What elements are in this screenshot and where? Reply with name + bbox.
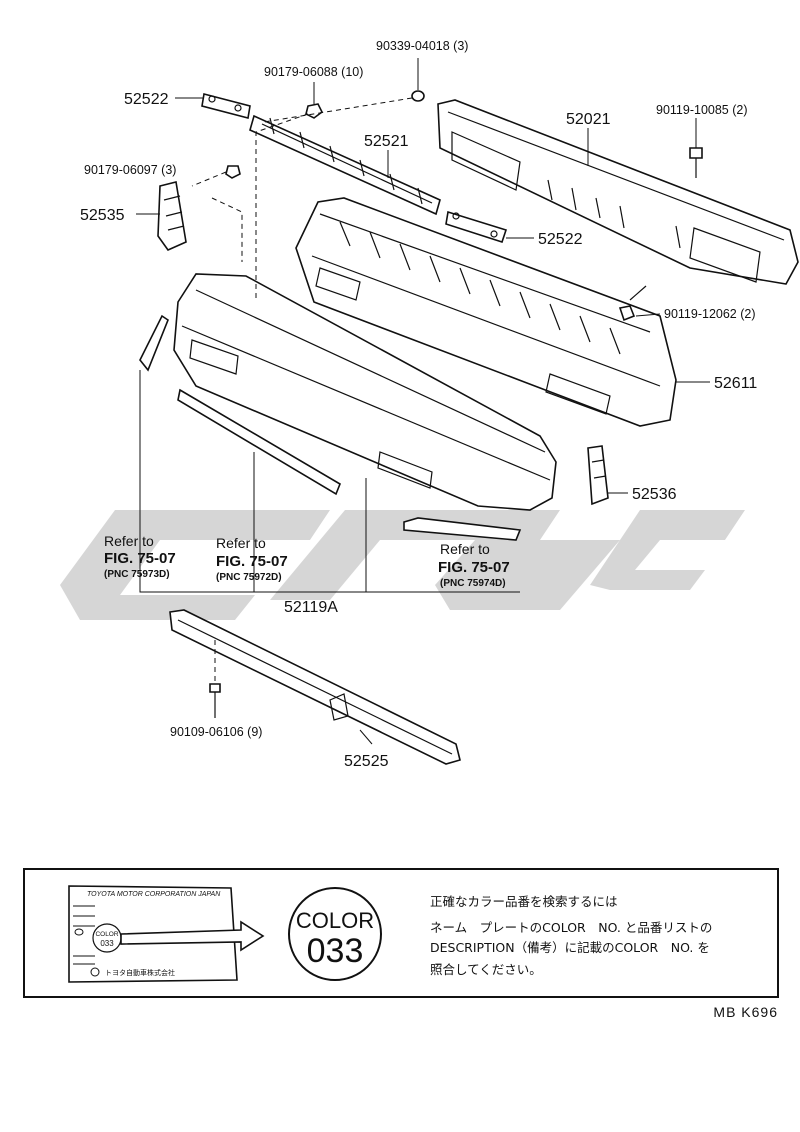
nut-90179-06097 [225, 165, 241, 179]
figure-code: MB K696 [713, 1004, 778, 1020]
reference-pnc: (PNC 75974D) [440, 578, 506, 589]
note-line-1: 正確なカラー品番を検索するには [430, 894, 618, 909]
label-52535: 52535 [80, 207, 125, 224]
label-90119-10085: 90119-10085 (2) [656, 103, 748, 117]
reference-fig: FIG. 75-07 [104, 550, 176, 567]
reference-refer: Refer to [440, 541, 490, 557]
plate-color-code: 033 [100, 939, 114, 948]
label-52522-middle: 52522 [538, 231, 583, 248]
plate-maker-text: トヨタ自動車株式会社 [105, 968, 175, 977]
label-52611: 52611 [714, 375, 757, 392]
plate-color-word: COLOR [95, 931, 118, 938]
plate-company-text: TOYOTA MOTOR CORPORATION JAPAN [87, 891, 221, 898]
label-90339-04018: 90339-04018 (3) [376, 39, 468, 53]
clip-52522-middle [445, 210, 508, 244]
bracket-52536 [587, 445, 609, 506]
label-90119-12062: 90119-12062 (2) [664, 307, 756, 321]
bolt-90109-06106 [209, 683, 221, 718]
reference-pnc: (PNC 75972D) [216, 572, 282, 583]
circle-color-code: 033 [307, 932, 364, 970]
circle-color-word: COLOR [296, 908, 374, 933]
nut-90179-06088 [305, 103, 324, 119]
reference-fig: FIG. 75-07 [438, 559, 510, 576]
label-52021: 52021 [566, 111, 611, 128]
arrow-icon [120, 920, 265, 952]
bracket-52535 [157, 181, 187, 251]
reinforcement-52021 [437, 99, 799, 285]
color-circle [288, 887, 382, 981]
reference-fig: FIG. 75-07 [216, 553, 288, 570]
label-90179-06097: 90179-06097 (3) [84, 163, 176, 177]
reference-pnc: (PNC 75973D) [104, 569, 170, 580]
reference-block-3: Refer to FIG. 75-07 (PNC 75974D) [438, 541, 510, 589]
note-line-4: 照合してください。 [430, 962, 542, 977]
label-52119A: 52119A [284, 599, 338, 616]
color-note-box: TOYOTA MOTOR CORPORATION JAPAN COLOR 033… [23, 868, 779, 998]
label-52521: 52521 [364, 133, 409, 150]
reference-block-2: Refer to FIG. 75-07 (PNC 75972D) [216, 535, 288, 583]
label-52525: 52525 [344, 753, 389, 770]
reference-refer: Refer to [104, 533, 154, 549]
reinforcement-52525 [169, 609, 461, 765]
label-52536: 52536 [632, 486, 677, 503]
name-plate-illustration: TOYOTA MOTOR CORPORATION JAPAN COLOR 033… [68, 885, 382, 983]
bumper-cover-52119A [173, 273, 557, 511]
label-52522-upper: 52522 [124, 91, 169, 108]
molding-corner-left [139, 314, 169, 372]
note-line-3: DESCRIPTION（備考）に記載のCOLOR NO. を [430, 940, 710, 955]
note-line-2: ネーム プレートのCOLOR NO. と品番リストの [430, 920, 713, 935]
reference-block-1: Refer to FIG. 75-07 (PNC 75973D) [104, 533, 176, 580]
molding-lower [177, 388, 341, 496]
nut-90339-04018 [411, 90, 425, 102]
molding-right [403, 517, 522, 541]
label-90109-06106: 90109-06106 (9) [170, 725, 262, 739]
bolt-90119-12062 [618, 285, 647, 322]
bolt-90119-10085 [689, 147, 703, 178]
reference-refer: Refer to [216, 535, 266, 551]
absorber-52611 [295, 197, 677, 427]
label-90179-06088: 90179-06088 (10) [264, 65, 363, 79]
clip-52522-upper [201, 93, 251, 119]
leader-lines [136, 58, 710, 745]
